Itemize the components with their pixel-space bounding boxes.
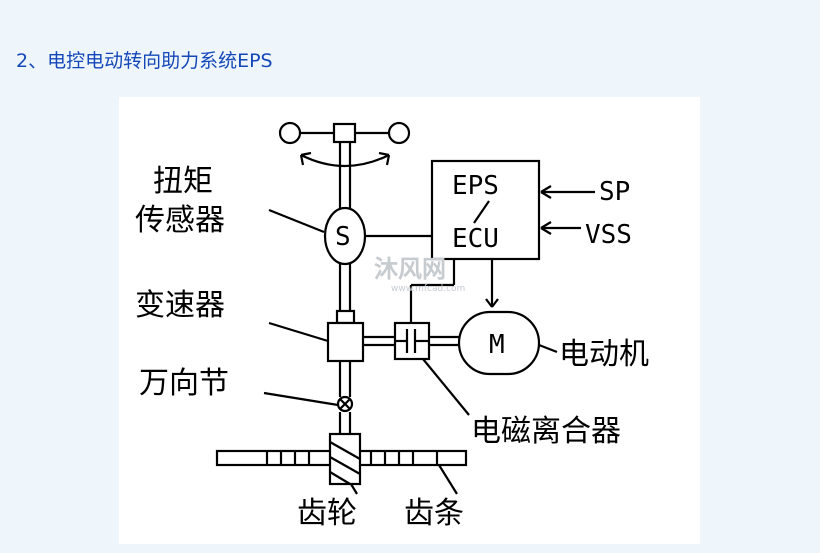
- steering-column: [338, 142, 352, 434]
- torque-sensor-label-line2: 传感器: [135, 203, 225, 238]
- steering-wheel-left-knob: [278, 121, 302, 145]
- reducer-label: 变速器: [135, 288, 225, 323]
- ecu-box: EPS ECU: [430, 159, 541, 261]
- rack-label: 齿条: [404, 496, 464, 531]
- rotation-arrow-right: [378, 151, 391, 166]
- clutch-motor-shaft: [429, 335, 459, 347]
- ecu-output-lines: [409, 259, 499, 323]
- motor-symbol: M: [489, 330, 505, 360]
- eps-diagram: S EPS ECU SP VSS: [119, 97, 700, 544]
- steering-wheel-hub: [332, 122, 357, 144]
- torque-sensor-label-line1: 扭矩: [153, 164, 213, 199]
- sensor-symbol: S: [335, 222, 351, 252]
- watermark-url: www.mfcad.com: [391, 284, 465, 294]
- universal-joint: [336, 395, 354, 413]
- motor-label: 电动机: [559, 337, 649, 372]
- rotation-arc: [300, 154, 390, 168]
- steering-wheel: [278, 121, 411, 168]
- eps-diagram-svg: S EPS ECU SP VSS: [135, 121, 649, 531]
- vss-label: VSS: [585, 220, 632, 250]
- ecu-label-bottom: ECU: [452, 224, 499, 254]
- universal-joint-label: 万向节: [139, 366, 229, 401]
- ecu-inputs: SP VSS: [540, 177, 632, 250]
- pinion-gear: [328, 432, 362, 486]
- rotation-arrow-left: [299, 151, 312, 166]
- leader-lines: [263, 208, 558, 495]
- gear-label: 齿轮: [297, 496, 357, 531]
- watermark: 沐风网 www.mfcad.com: [374, 255, 465, 294]
- motor: M: [457, 310, 541, 376]
- clutch-label: 电磁离合器: [471, 414, 621, 449]
- page-heading: 2、电控电动转向助力系统EPS: [16, 50, 273, 72]
- electromagnetic-clutch: [393, 321, 431, 361]
- reducer-clutch-shaft: [363, 335, 395, 347]
- sp-label: SP: [599, 177, 630, 207]
- ecu-label-top: EPS: [452, 171, 499, 201]
- steering-wheel-right-knob: [387, 121, 411, 145]
- torque-sensor: S: [323, 206, 367, 266]
- reducer: [326, 309, 365, 363]
- watermark-text: 沐风网: [374, 255, 446, 283]
